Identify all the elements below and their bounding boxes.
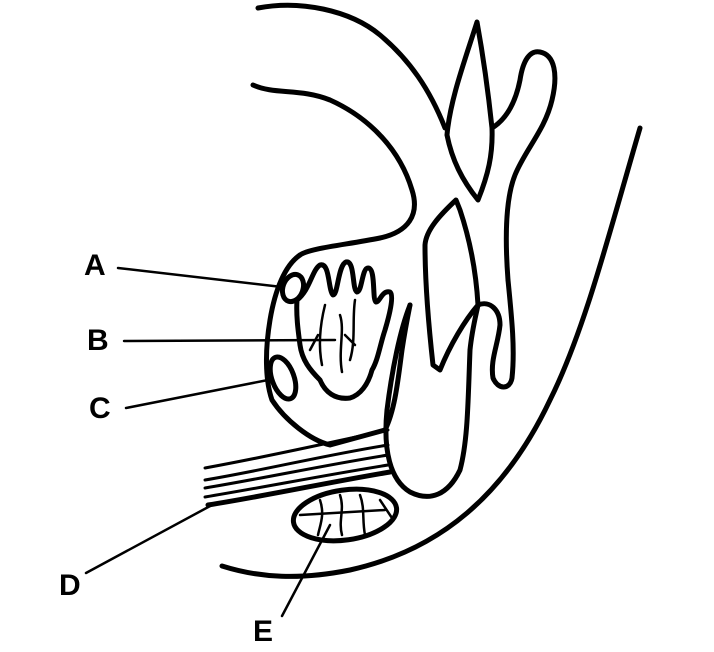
lower-sac	[383, 302, 481, 499]
pointer-D	[84, 503, 214, 575]
spindle-structure	[444, 19, 495, 203]
central-organ	[422, 197, 481, 373]
label-A: A	[84, 249, 106, 282]
structure-A-oval	[279, 271, 307, 305]
pointer-E	[280, 523, 332, 618]
gland-outline	[264, 252, 413, 448]
label-C: C	[89, 392, 111, 425]
tubular-loop-upper	[489, 49, 558, 283]
pointer-A	[116, 266, 284, 289]
label-E: E	[253, 615, 274, 648]
pointer-B	[122, 338, 337, 343]
pointer-C	[124, 378, 270, 410]
structure-C-oval	[267, 354, 299, 402]
muscle-bundle-D	[203, 428, 393, 508]
tubular-loop-lower	[475, 277, 516, 390]
crypt-folds	[294, 259, 395, 401]
pointer-lines	[84, 266, 337, 618]
label-D: D	[59, 569, 81, 602]
lobulation-lines	[298, 493, 394, 537]
structure-E-gland	[290, 486, 400, 544]
vascular-lines	[308, 298, 357, 374]
upper-arch-outer	[255, 2, 448, 131]
label-B: B	[87, 324, 109, 357]
outer-body-contour	[219, 125, 643, 579]
upper-arch-inner	[250, 82, 417, 258]
